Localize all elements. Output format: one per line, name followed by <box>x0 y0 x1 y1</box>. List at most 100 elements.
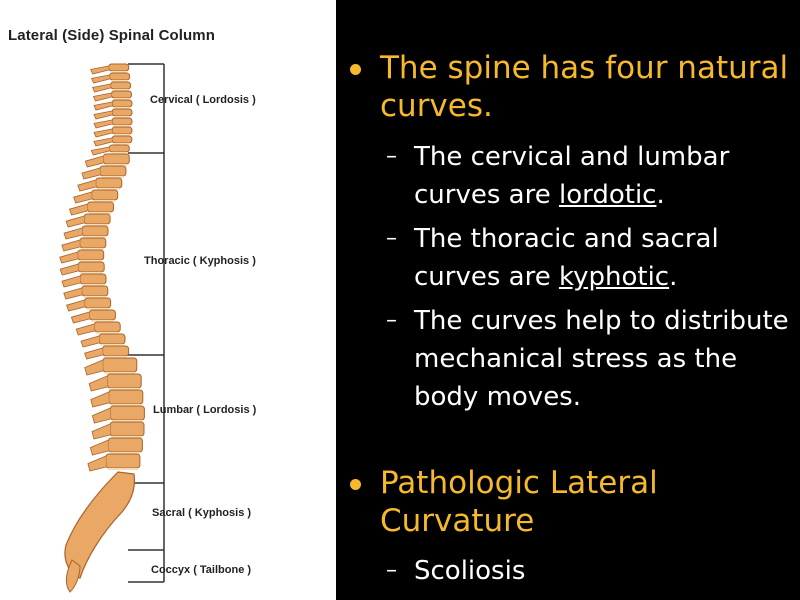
intervertebral-disc <box>84 236 106 238</box>
spinous-process <box>92 92 112 102</box>
dash-icon: – <box>386 144 397 169</box>
bullet-text: Pathologic Lateral Curvature <box>380 465 658 539</box>
vertebra <box>95 177 123 189</box>
vertebra <box>102 345 130 357</box>
dash-icon: – <box>386 308 397 333</box>
vertebra <box>107 437 143 453</box>
intervertebral-disc <box>112 436 142 438</box>
vertebra <box>91 189 119 201</box>
spinous-process <box>93 101 113 111</box>
spinous-process <box>80 335 100 348</box>
spinous-process <box>89 439 109 456</box>
vertebra <box>98 333 126 345</box>
vertebra <box>102 153 130 165</box>
spinous-process <box>68 203 88 216</box>
spinous-process <box>84 359 103 376</box>
intervertebral-disc <box>114 125 130 127</box>
vertebra <box>109 72 131 81</box>
vertebra <box>111 90 132 99</box>
intervertebral-disc <box>86 308 109 310</box>
intervertebral-disc <box>113 143 130 145</box>
vertebra <box>77 261 105 273</box>
intervertebral-disc <box>93 200 116 202</box>
spinous-process <box>93 119 113 129</box>
vertebra <box>111 117 133 126</box>
vertebra <box>106 373 142 389</box>
intervertebral-disc <box>114 107 130 109</box>
spinous-process <box>87 455 107 472</box>
spinous-process <box>70 311 90 324</box>
vertebra <box>108 389 144 405</box>
intervertebral-disc <box>114 116 130 118</box>
intervertebral-disc <box>86 224 109 226</box>
dash-icon: – <box>386 226 397 251</box>
lordotic-link[interactable]: lordotic <box>558 180 657 210</box>
figure-title: Lateral (Side) Spinal Column <box>8 27 215 44</box>
spinous-process <box>91 407 111 424</box>
intervertebral-disc <box>112 89 129 91</box>
sub-text: The cervical and lumbar curves are <box>414 142 730 210</box>
kyphotic-link[interactable]: kyphotic <box>558 262 670 292</box>
intervertebral-disc <box>104 356 127 358</box>
vertebra <box>77 249 105 261</box>
spine-figure-panel: Lateral (Side) Spinal Column Cervical ( … <box>0 0 336 600</box>
sacral-label: Sacral ( Kyphosis ) <box>152 507 252 519</box>
bullet-text: The spine has four natural curves. <box>380 50 789 124</box>
intervertebral-disc <box>110 71 127 73</box>
spinous-process <box>61 239 80 252</box>
intervertebral-disc <box>80 272 103 274</box>
spinous-process <box>61 275 81 288</box>
vertebra <box>88 309 116 321</box>
bullet-dot-icon <box>350 479 361 490</box>
spinous-process <box>73 191 92 204</box>
intervertebral-disc <box>113 98 130 100</box>
sub-item-scoliosis: – Scoliosis <box>386 552 798 590</box>
spinous-process <box>93 110 113 120</box>
spinous-process <box>88 375 108 392</box>
sub-text: Scoliosis <box>414 556 526 586</box>
vertebra <box>81 225 109 237</box>
spinous-process <box>75 323 95 336</box>
sub-item-mechanical-stress: – The curves help to distribute mechanic… <box>386 302 798 416</box>
spinous-process <box>90 146 110 156</box>
spinous-process <box>90 65 109 75</box>
spinous-process <box>65 215 85 228</box>
vertebra <box>111 135 133 144</box>
intervertebral-disc <box>97 188 120 190</box>
slide-text-panel: The spine has four natural curves. – The… <box>336 0 800 600</box>
spinous-process <box>81 167 101 180</box>
intervertebral-disc <box>101 344 123 346</box>
spinous-process <box>84 347 103 360</box>
vertebra <box>102 357 138 373</box>
spine-illustration <box>59 63 165 593</box>
intervertebral-disc <box>101 176 124 178</box>
bullet-natural-curves: The spine has four natural curves. <box>350 49 790 125</box>
vertebra <box>111 126 133 135</box>
spinous-process <box>77 179 96 192</box>
spinous-process <box>84 155 104 168</box>
intervertebral-disc <box>83 296 106 298</box>
spinous-process <box>63 227 83 240</box>
vertebra <box>108 144 130 153</box>
sub-item-lordotic: – The cervical and lumbar curves are lor… <box>386 138 798 214</box>
spinous-process <box>91 423 111 440</box>
intervertebral-disc <box>114 134 130 136</box>
vertebra <box>81 285 109 297</box>
spinous-process <box>66 299 85 312</box>
spinous-process <box>59 263 79 276</box>
intervertebral-disc <box>96 332 119 334</box>
spinous-process <box>91 74 110 84</box>
sub-text: The thoracic and sacral curves are <box>414 224 719 292</box>
intervertebral-disc <box>82 284 104 286</box>
intervertebral-disc <box>110 404 141 406</box>
cervical-label: Cervical ( Lordosis ) <box>150 94 256 106</box>
vertebra <box>99 165 127 177</box>
bullet-dot-icon <box>350 64 361 75</box>
intervertebral-disc <box>112 420 143 422</box>
lumbar-label: Lumbar ( Lordosis ) <box>153 404 257 416</box>
sub-item-kyphotic: – The thoracic and sacral curves are kyp… <box>386 220 798 296</box>
intervertebral-disc <box>89 212 112 214</box>
spinous-process <box>93 128 113 138</box>
vertebra <box>108 63 130 72</box>
sacrum-bone <box>64 471 136 579</box>
